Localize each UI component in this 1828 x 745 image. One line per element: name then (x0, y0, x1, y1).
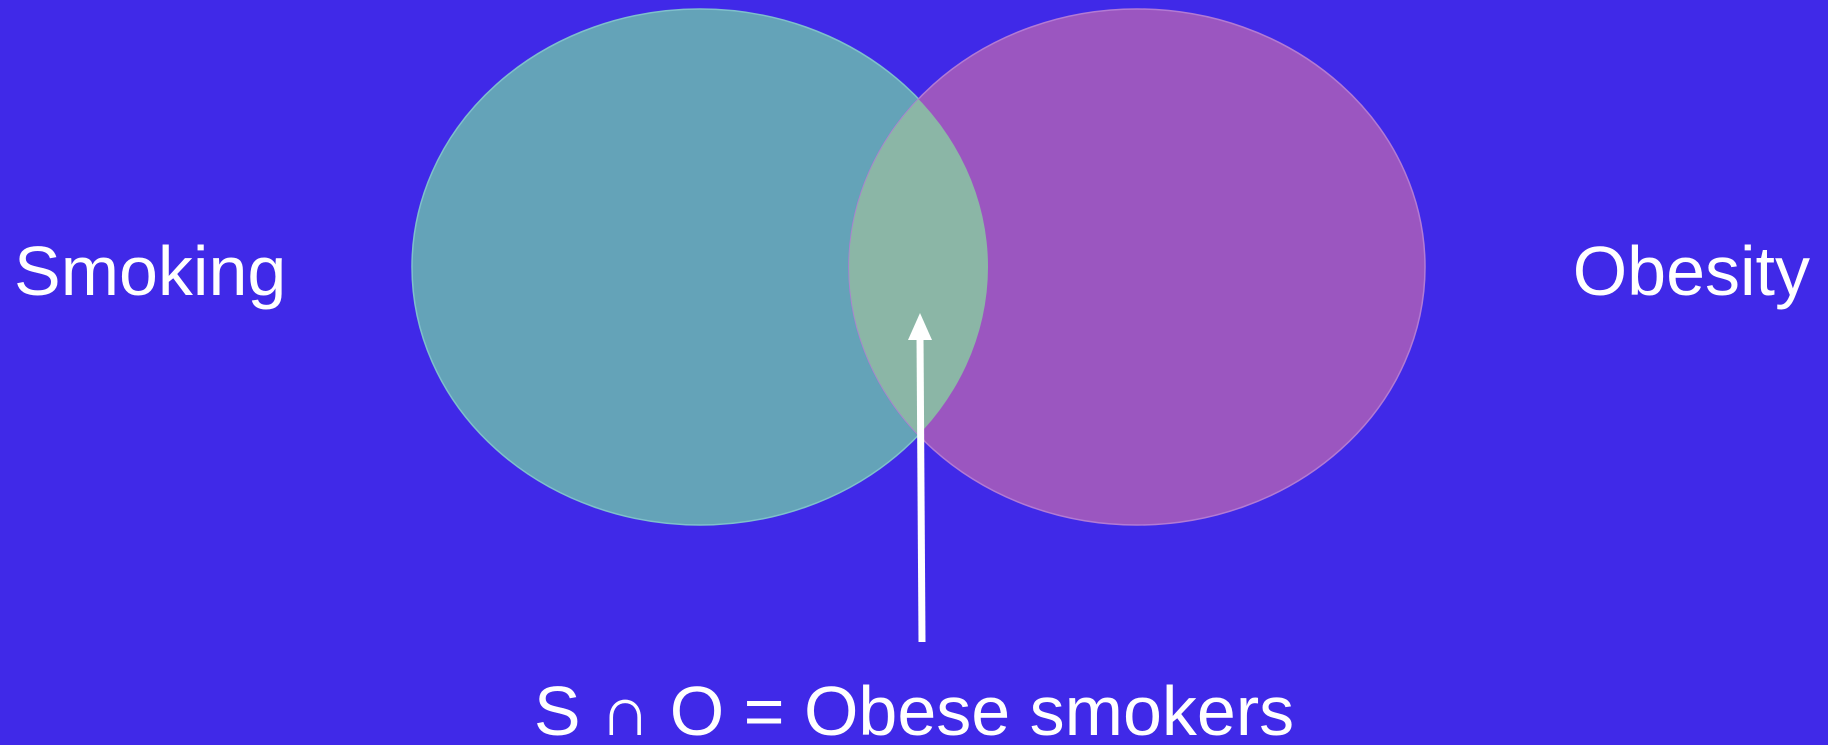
right-set-label: Obesity (1572, 232, 1810, 310)
pointer-arrow-shaft (916, 335, 926, 643)
left-set-label: Smoking (14, 232, 287, 310)
pointer-arrow-head (908, 313, 932, 340)
intersection-caption: S ∩ O = Obese smokers (533, 672, 1295, 745)
